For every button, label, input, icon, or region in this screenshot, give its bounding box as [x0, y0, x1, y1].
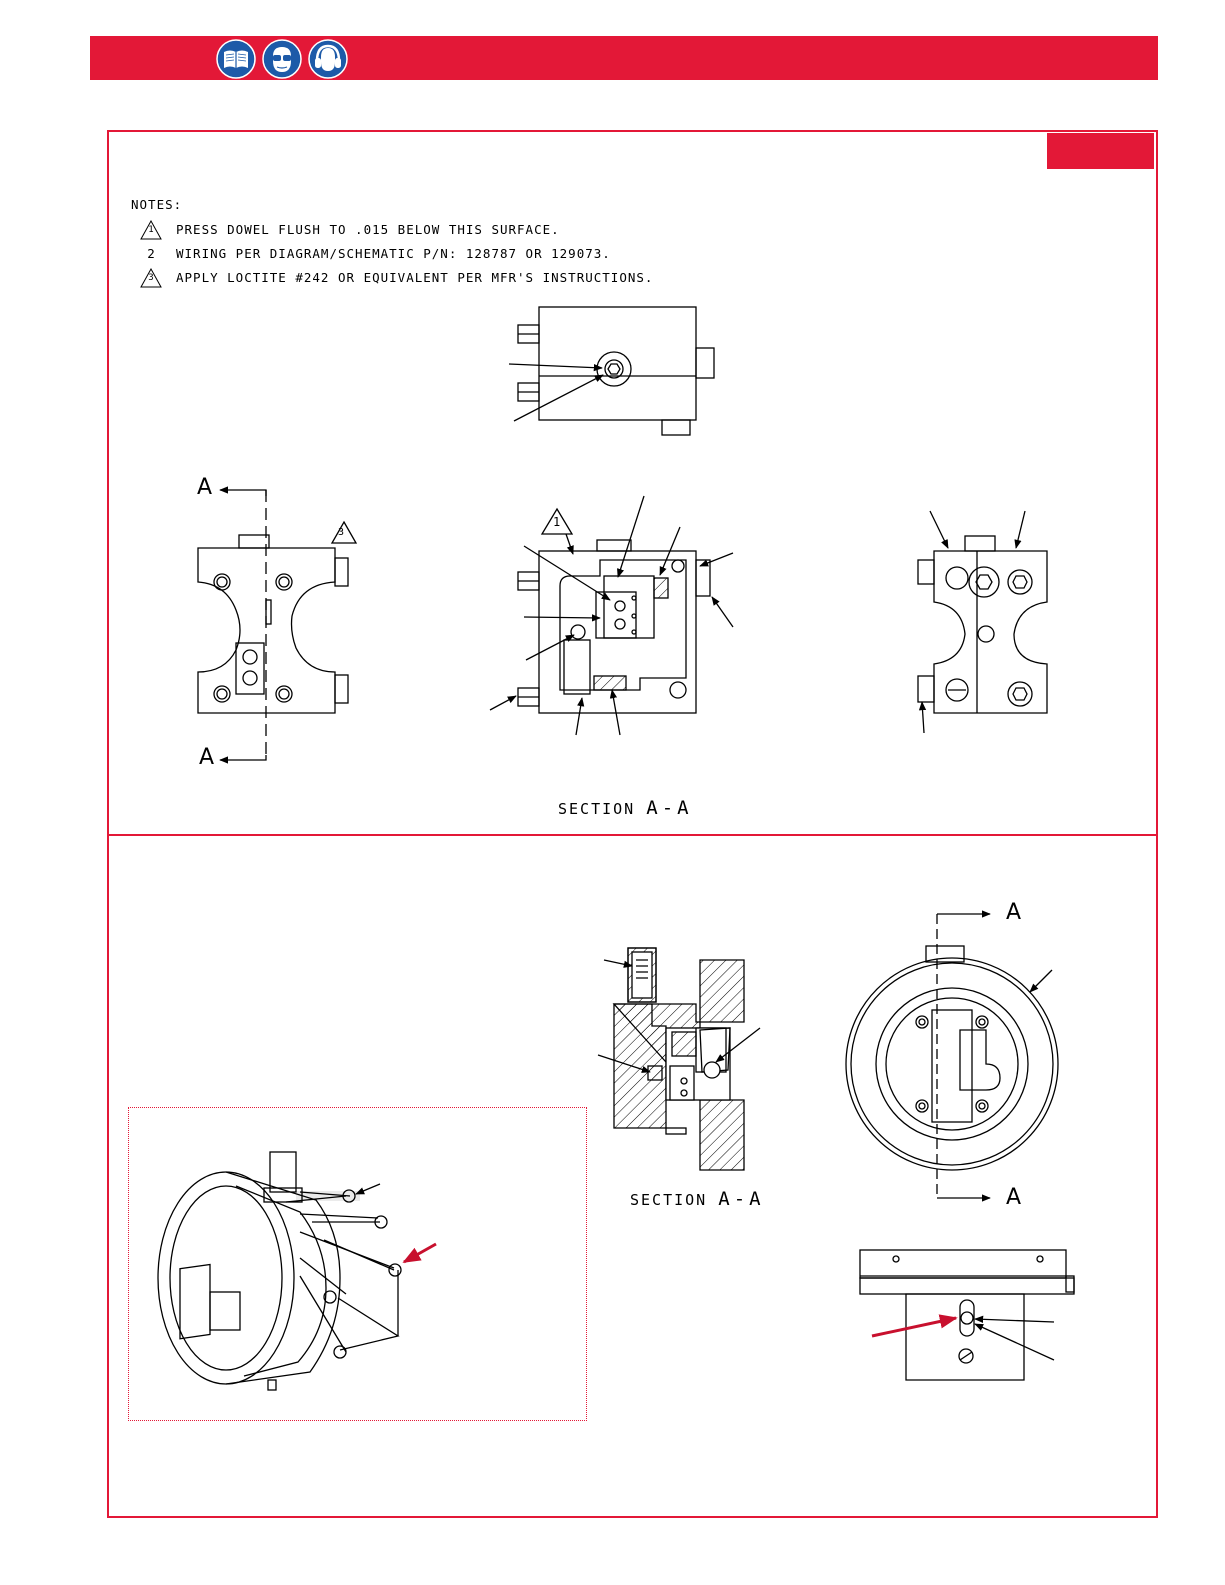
callout-1-number: 1	[553, 515, 560, 529]
top-section-label: SECTION A-A	[558, 797, 693, 819]
front-view-drawing	[846, 914, 1058, 1198]
bottom-side-view-drawing	[860, 1250, 1074, 1380]
side-view-drawing	[198, 490, 356, 760]
section-label-prefix: SECTION	[630, 1191, 707, 1209]
callout-3-number: 3	[338, 527, 344, 538]
section-label-prefix: SECTION	[558, 800, 635, 818]
section-label-letters: A-A	[718, 1188, 764, 1210]
isometric-detail-box	[128, 1107, 587, 1421]
bottom-cut-label-bottom: A	[1006, 1185, 1021, 1210]
top-view-drawing	[509, 307, 714, 435]
section-view-drawing	[490, 496, 733, 735]
cut-label-top: A	[197, 475, 212, 500]
section-label-letters: A-A	[646, 797, 692, 819]
bottom-cut-label-top: A	[1006, 900, 1021, 925]
bottom-section-drawing	[598, 948, 760, 1170]
bottom-section-label: SECTION A-A	[630, 1188, 765, 1210]
end-view-drawing	[918, 511, 1047, 733]
cut-label-bottom: A	[199, 745, 214, 770]
